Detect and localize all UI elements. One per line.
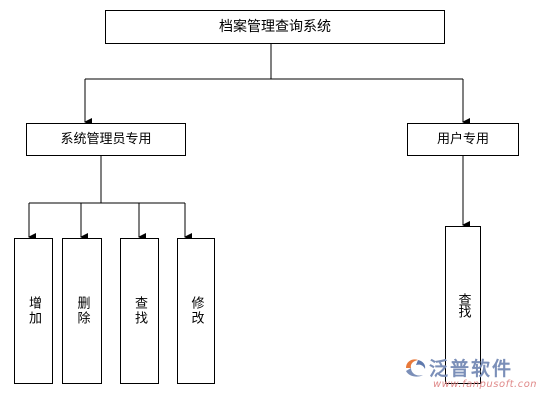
action-edit-label: 修改	[188, 296, 204, 326]
root-node-label: 档案管理查询系统	[219, 19, 331, 35]
action-find-label: 查找	[132, 296, 147, 326]
root-node: 档案管理查询系统	[105, 10, 445, 44]
action-find-node: 查找	[120, 238, 159, 384]
action-edit-node: 修改	[177, 238, 215, 384]
admin-node: 系统管理员专用	[26, 123, 186, 156]
action-add-node: 增加	[14, 238, 53, 384]
admin-node-label: 系统管理员专用	[60, 132, 152, 147]
watermark: 泛普软件 www.fanpusoft.com	[403, 354, 536, 398]
action-delete-node: 删除	[62, 238, 102, 384]
user-find-node: 查找	[445, 226, 481, 384]
watermark-url: www.fanpusoft.com	[433, 379, 536, 390]
action-add-label: 增加	[26, 296, 41, 326]
fanpu-logo-icon	[406, 359, 426, 377]
watermark-brand: 泛普软件	[429, 358, 514, 380]
user-find-label: 查找	[455, 293, 471, 317]
user-node: 用户专用	[407, 123, 519, 156]
user-node-label: 用户专用	[436, 132, 489, 147]
action-delete-label: 删除	[74, 296, 90, 326]
